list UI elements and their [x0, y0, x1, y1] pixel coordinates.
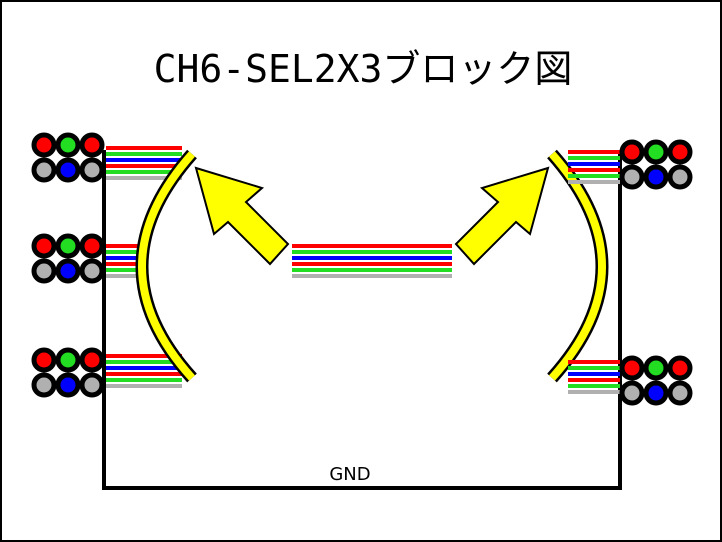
signal-cable: [568, 150, 620, 184]
rgb-jack-group: [31, 132, 105, 183]
rgb-jack-group: [619, 355, 693, 406]
signal-cable: [106, 244, 144, 278]
left-connector-2: [31, 233, 144, 284]
right-arrow: [454, 166, 550, 266]
signal-cable: [106, 354, 182, 388]
left-connector-3: [31, 347, 182, 398]
left-connector-1: [31, 132, 182, 183]
left-selector-arc-fill: [138, 151, 195, 381]
gnd-label: GND: [329, 464, 370, 485]
rgb-jack-group: [31, 347, 105, 398]
rgb-jack-group: [619, 139, 693, 190]
center-cable: [292, 244, 452, 278]
page-title: CH6-SEL2X3ブロック図: [153, 47, 573, 91]
signal-cable: [106, 146, 182, 180]
right-selector-arc-fill: [549, 151, 606, 381]
rgb-jack-group: [31, 233, 105, 284]
left-arrow: [194, 166, 290, 266]
right-connector-2: [568, 355, 693, 406]
signal-cable: [568, 360, 620, 394]
right-connector-1: [568, 139, 693, 190]
ground-wire: [102, 150, 622, 490]
